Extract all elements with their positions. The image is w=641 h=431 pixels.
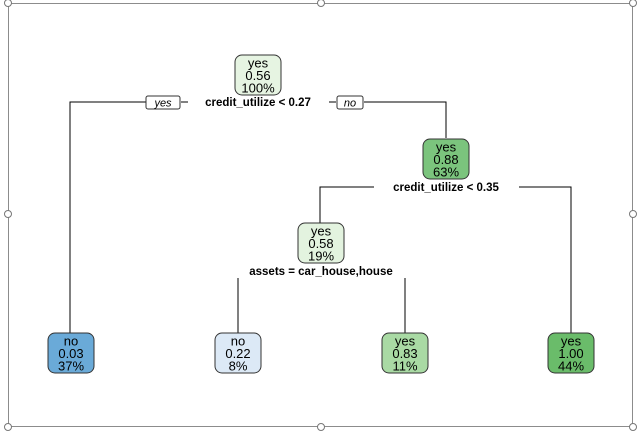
node-n7-prob: 1.00 <box>558 346 583 361</box>
node-n13-class: yes <box>395 334 416 349</box>
resize-handle-top-left[interactable] <box>4 0 12 7</box>
edge-n3-left <box>319 186 374 223</box>
resize-handle-top-center[interactable] <box>317 0 325 7</box>
node-root-class: yes <box>248 56 269 71</box>
node-n6-box <box>297 222 345 264</box>
node-n7-box <box>547 332 595 374</box>
node-n3-pct: 63% <box>433 165 459 180</box>
node-n7: yes 1.00 44% <box>547 332 595 374</box>
node-n2-class: no <box>64 334 78 349</box>
node-n12-prob: 0.22 <box>225 346 250 361</box>
node-n13: yes 0.83 11% <box>381 332 429 374</box>
node-root: yes 0.56 100% <box>234 54 282 96</box>
resize-handle-middle-right[interactable] <box>629 210 637 218</box>
node-n12: no 0.22 8% <box>214 332 262 374</box>
branch-tag-yes-label: yes <box>153 98 172 110</box>
node-n13-prob: 0.83 <box>392 346 417 361</box>
node-root-prob: 0.56 <box>245 68 270 83</box>
node-n3-box <box>422 138 470 180</box>
node-n2-box <box>47 332 95 374</box>
branch-tag-no-label: no <box>344 98 356 110</box>
split-root: credit_utilize < 0.27 <box>205 97 311 109</box>
branch-tag-no: no <box>336 95 364 110</box>
edge-root-right-b <box>364 101 447 138</box>
node-n6-class: yes <box>311 224 332 239</box>
node-root-pct: 100% <box>241 81 275 96</box>
node-n13-pct: 11% <box>392 359 417 374</box>
split-n3: credit_utilize < 0.35 <box>393 182 499 194</box>
node-n2: no 0.03 37% <box>47 332 95 374</box>
tree-edges <box>69 101 572 333</box>
split-label-n6: assets = car_house,house <box>249 266 393 278</box>
node-n12-pct: 8% <box>229 359 248 374</box>
node-n12-box <box>214 332 262 374</box>
edge-n3-right <box>519 186 572 333</box>
node-n2-pct: 37% <box>58 359 84 374</box>
node-n12-class: no <box>231 334 245 349</box>
node-n3-class: yes <box>436 140 457 155</box>
split-label-n3: credit_utilize < 0.35 <box>393 182 499 194</box>
resize-handle-middle-left[interactable] <box>4 210 12 218</box>
split-n6: assets = car_house,house <box>249 266 393 278</box>
node-n7-class: yes <box>561 334 582 349</box>
split-label-root: credit_utilize < 0.27 <box>205 97 311 109</box>
branch-tag-yes: yes <box>145 95 181 110</box>
node-n3-prob: 0.88 <box>433 152 458 167</box>
node-n2-prob: 0.03 <box>58 346 83 361</box>
edge-root-left-a <box>69 101 146 333</box>
node-n6-pct: 19% <box>308 249 334 264</box>
resize-handle-top-right[interactable] <box>629 0 637 7</box>
node-n6: yes 0.58 19% <box>297 222 345 264</box>
node-n7-pct: 44% <box>558 359 584 374</box>
node-n6-prob: 0.58 <box>308 236 333 251</box>
node-root-box <box>234 54 282 96</box>
node-n3: yes 0.88 63% <box>422 138 470 180</box>
node-n13-box <box>381 332 429 374</box>
